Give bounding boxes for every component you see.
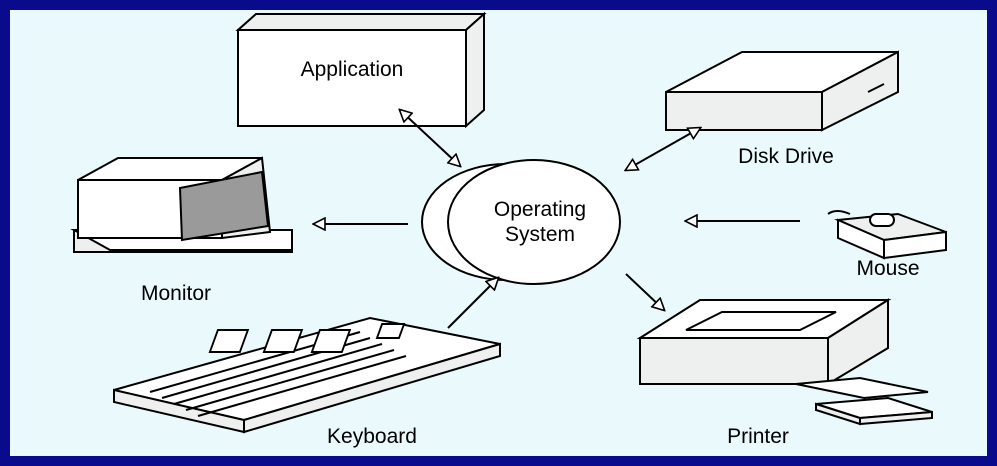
disk-drive-node <box>665 50 899 132</box>
os-printer-arrow <box>625 273 664 310</box>
mouse-label: Mouse <box>856 257 919 280</box>
printer-node <box>636 298 933 426</box>
os-label-line2: System <box>505 223 575 246</box>
monitor-node <box>70 156 293 253</box>
application-os-arrow <box>400 110 460 166</box>
os-label-line1: Operating <box>494 198 586 221</box>
application-label: Application <box>301 58 404 81</box>
disk-drive-label: Disk Drive <box>738 145 834 168</box>
disk-os-arrow <box>626 128 700 170</box>
keyboard-os-arrow <box>447 278 498 329</box>
printer-label: Printer <box>727 425 789 448</box>
operating-system-node <box>421 159 621 285</box>
monitor-screen <box>178 170 270 242</box>
monitor-label: Monitor <box>141 282 211 305</box>
keyboard-label: Keyboard <box>327 425 417 448</box>
mouse-node <box>827 210 947 260</box>
keyboard-node <box>113 316 501 434</box>
